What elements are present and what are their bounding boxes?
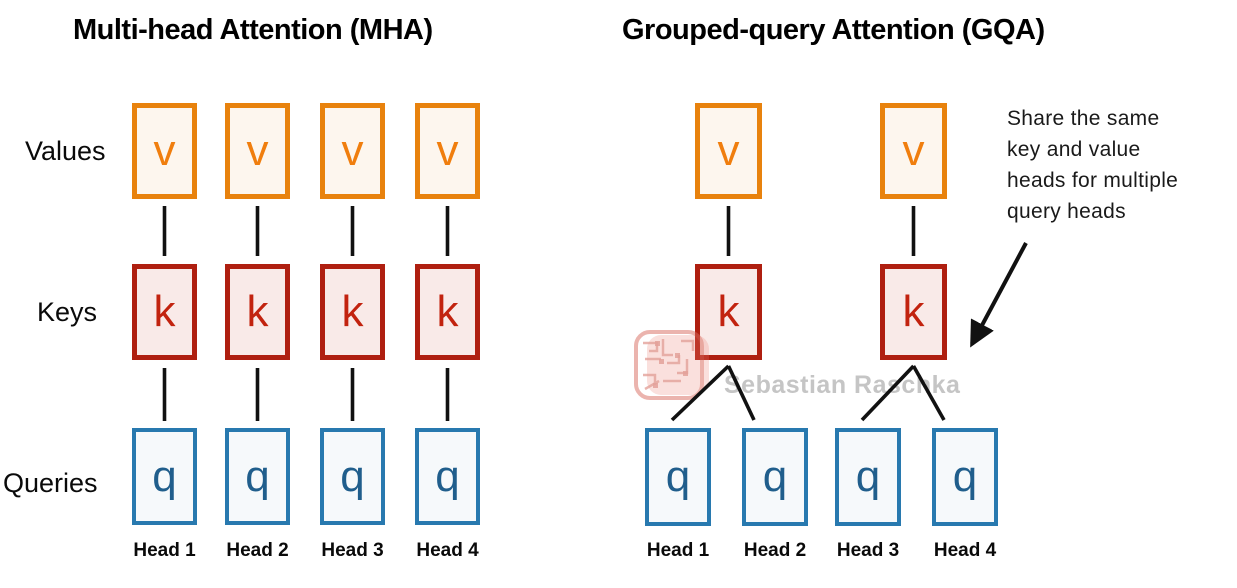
connector-line: [911, 365, 946, 421]
mha-query-head-box: q: [225, 428, 290, 525]
head-label: Head 4: [416, 540, 479, 561]
mha-value-head-box: v: [415, 103, 480, 199]
annotation-line: query heads: [1007, 200, 1126, 223]
mha-title: Multi-head Attention (MHA): [73, 14, 433, 46]
mha-query-head-box: q: [320, 428, 385, 525]
values-row-label: Values: [25, 136, 106, 166]
head-label: Head 4: [933, 540, 997, 561]
head-label: Head 1: [646, 540, 710, 561]
connector-line: [726, 365, 756, 421]
mha-value-head-box: v: [320, 103, 385, 199]
mha-key-head-box: k: [132, 264, 197, 360]
mha-key-head-box: k: [320, 264, 385, 360]
mha-query-head-box: q: [132, 428, 197, 525]
mha-key-head-box: k: [225, 264, 290, 360]
gqa-annotation: Share the same key and value heads for m…: [1007, 103, 1178, 227]
keys-row-label: Keys: [37, 297, 98, 327]
queries-row-label: Queries: [3, 468, 98, 498]
head-label: Head 1: [133, 540, 196, 561]
annotation-line: heads for multiple: [1007, 169, 1179, 192]
mha-key-head-box: k: [415, 264, 480, 360]
gqa-query-head-box: q: [742, 428, 808, 526]
mha-query-head-box: q: [415, 428, 480, 525]
mha-value-head-box: v: [225, 103, 290, 199]
head-label: Head 3: [836, 540, 900, 561]
mha-value-head-box: v: [132, 103, 197, 199]
head-label: Head 2: [743, 540, 807, 561]
gqa-query-head-box: q: [645, 428, 711, 526]
gqa-key-head-box: k: [695, 264, 762, 360]
head-label: Head 2: [226, 540, 289, 561]
annotation-line: Share the same: [1007, 107, 1160, 130]
gqa-value-head-box: v: [880, 103, 947, 199]
annotation-line: key and value: [1007, 138, 1141, 161]
connector-line: [860, 364, 915, 422]
head-label: Head 3: [321, 540, 384, 561]
connector-line: [670, 364, 730, 422]
annotation-arrow: [970, 242, 1028, 348]
gqa-value-head-box: v: [695, 103, 762, 199]
gqa-key-head-box: k: [880, 264, 947, 360]
gqa-query-head-box: q: [932, 428, 998, 526]
gqa-title: Grouped-query Attention (GQA): [622, 14, 1045, 46]
gqa-query-head-box: q: [835, 428, 901, 526]
